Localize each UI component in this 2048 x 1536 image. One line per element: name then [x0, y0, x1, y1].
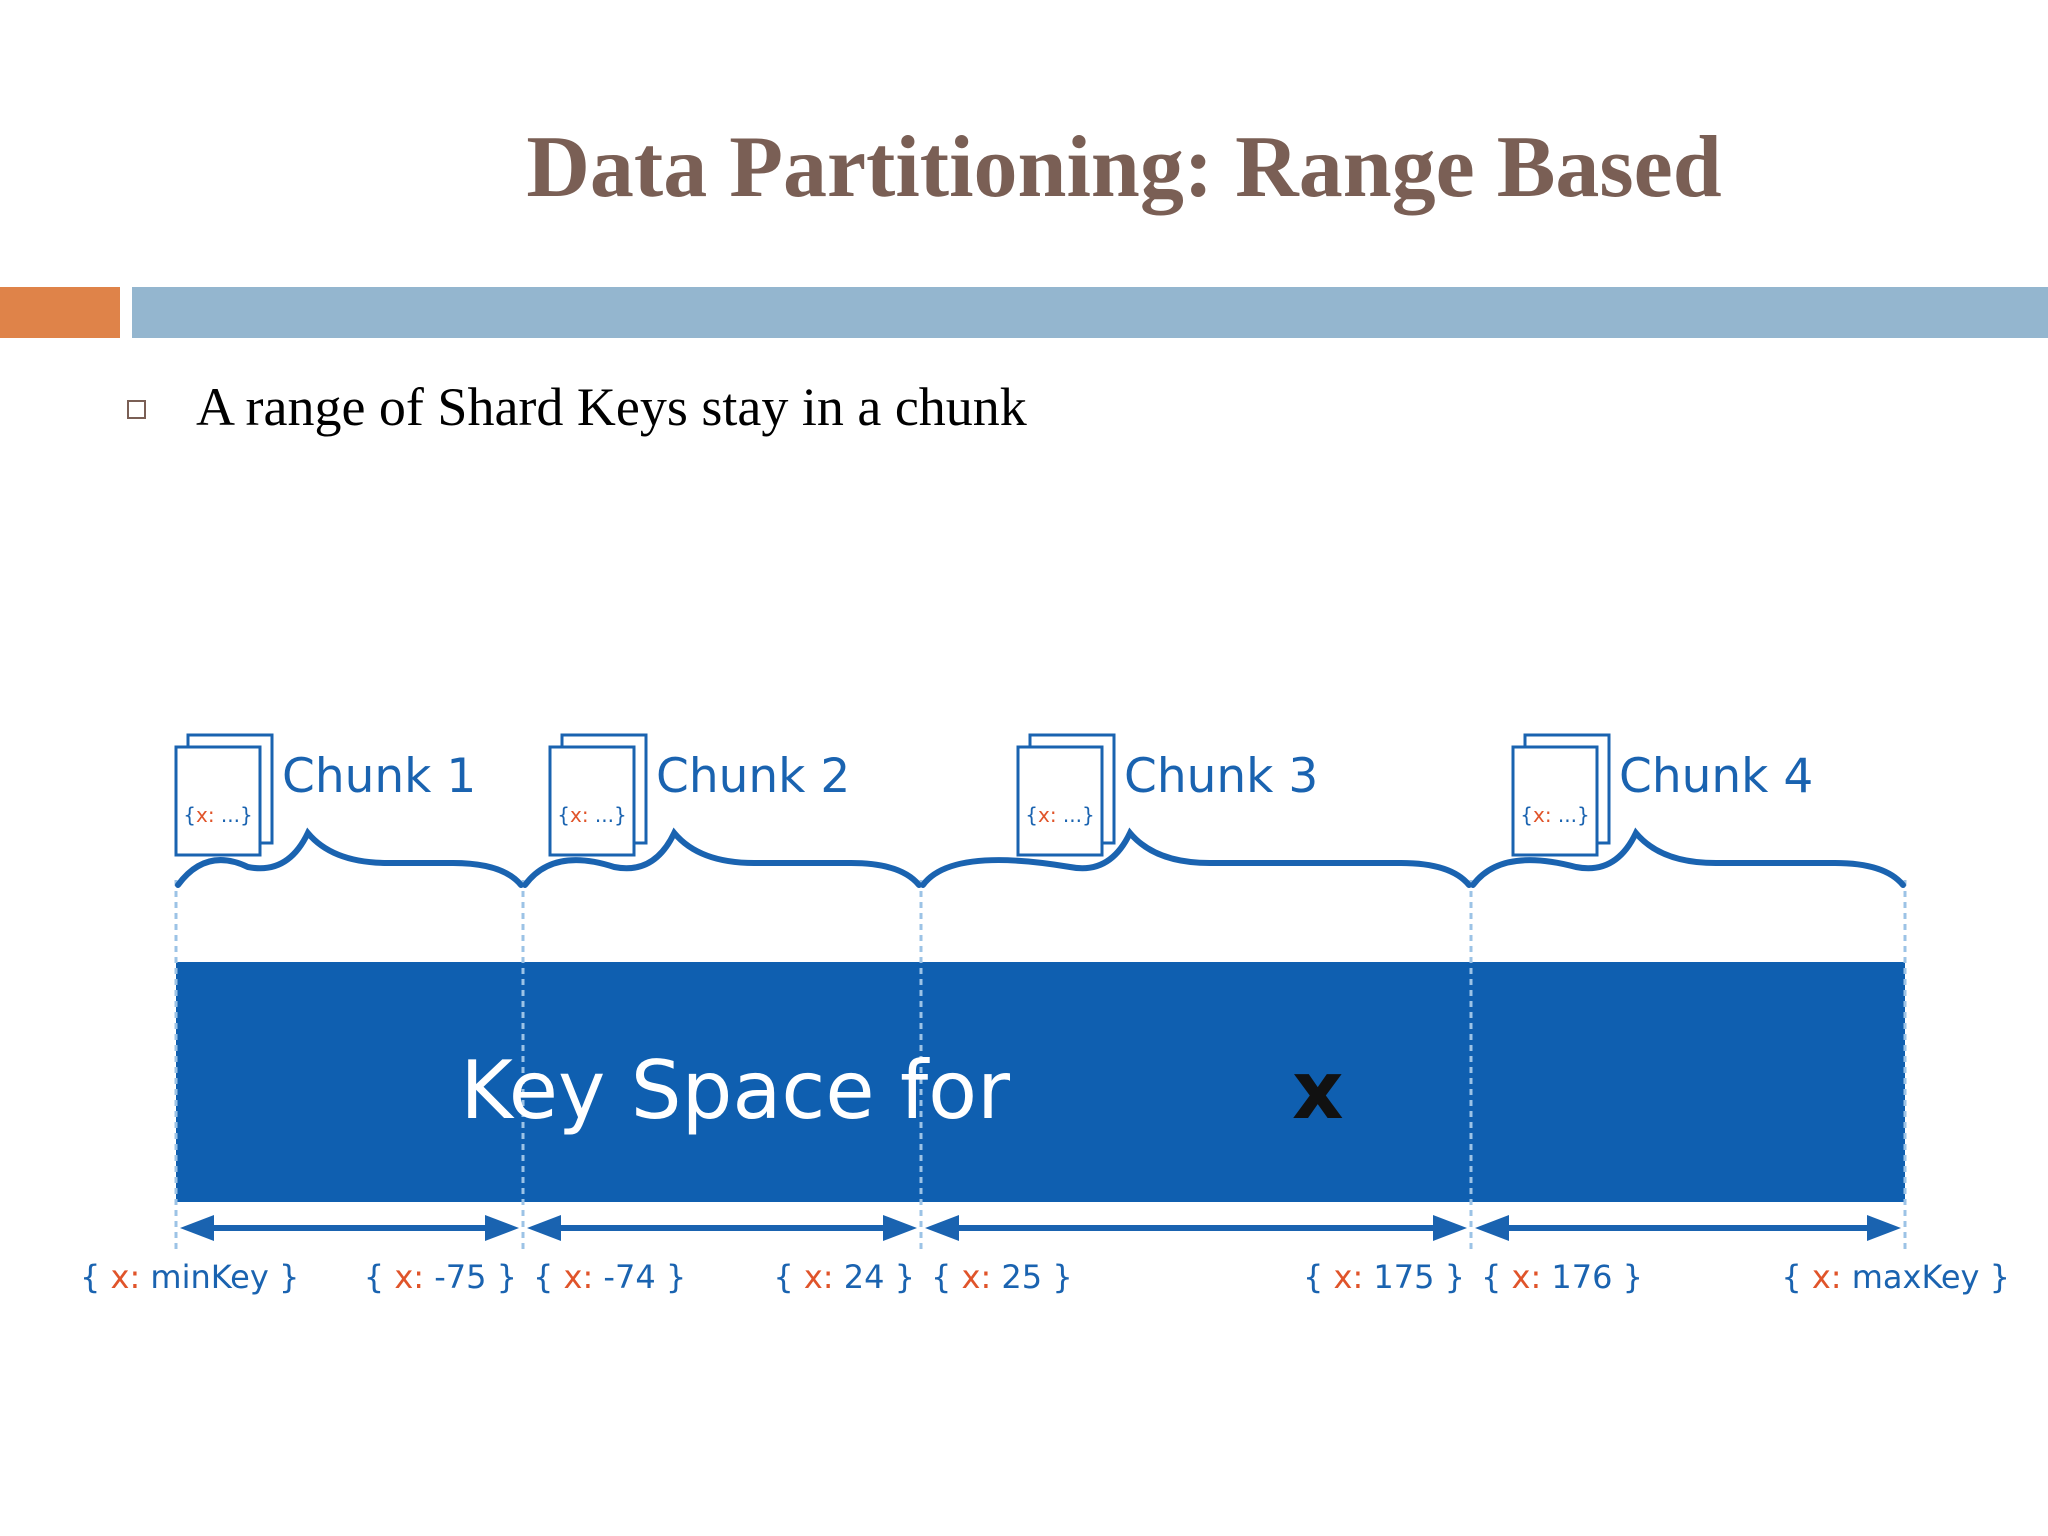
- chunk-4-start-key: { x: 176 }: [1481, 1258, 1643, 1296]
- range-arrow-right-head: [883, 1215, 917, 1241]
- chunk-2-start-key: { x: -74 }: [533, 1258, 686, 1296]
- chunk-brace: [1470, 827, 1906, 888]
- bullet-text: A range of Shard Keys stay in a chunk: [196, 377, 1027, 437]
- chunk-label: Chunk 3: [1124, 749, 1318, 804]
- chunk-label: Chunk 2: [656, 749, 850, 804]
- range-arrow-left-head: [925, 1215, 959, 1241]
- chunk-4-end-key: { x: maxKey }: [1781, 1258, 2010, 1296]
- range-arrow-right-head: [1867, 1215, 1901, 1241]
- key-space-band: [176, 962, 1905, 1202]
- key-space-variable: x: [1292, 1044, 1344, 1137]
- document-icon-text: {x: ...}: [1520, 803, 1589, 827]
- chunk-3-start-key: { x: 25 }: [931, 1258, 1073, 1296]
- range-arrow-left-head: [527, 1215, 561, 1241]
- chunk-label: Chunk 1: [282, 749, 476, 804]
- range-arrow-left-head: [1475, 1215, 1509, 1241]
- chunk-brace: [175, 827, 524, 888]
- chunk-2: {x: ...} Chunk 2: [522, 733, 922, 888]
- document-icon: [548, 745, 636, 857]
- bullet-square-icon: [127, 400, 146, 419]
- slide-title: Data Partitioning: Range Based: [526, 119, 1722, 216]
- document-icon-text: {x: ...}: [557, 803, 626, 827]
- chunk-brace: [920, 827, 1472, 888]
- range-arrow-4: [1475, 1215, 1901, 1241]
- accent-bar-blue: [132, 287, 2048, 338]
- range-arrow-right-head: [485, 1215, 519, 1241]
- chunk-3-end-key: { x: 175 }: [1303, 1258, 1465, 1296]
- chunk-label: Chunk 4: [1619, 749, 1813, 804]
- document-icon-text: {x: ...}: [183, 803, 252, 827]
- accent-bar-orange: [0, 287, 120, 338]
- document-icon: [1016, 745, 1104, 857]
- key-space-label: Key Space for: [460, 1044, 1010, 1137]
- range-arrow-3: [925, 1215, 1467, 1241]
- chunk-2-end-key: { x: 24 }: [773, 1258, 915, 1296]
- chunk-1: {x: ...} Chunk 1: [174, 733, 524, 888]
- range-arrow-left-head: [180, 1215, 214, 1241]
- chunk-1-end-key: { x: -75 }: [364, 1258, 517, 1296]
- chunk-4: {x: ...} Chunk 4: [1470, 733, 1906, 888]
- range-arrow-1: [180, 1215, 519, 1241]
- document-icon: [1511, 745, 1599, 857]
- chunk-brace: [522, 827, 922, 888]
- range-arrow-2: [527, 1215, 917, 1241]
- document-icon: [174, 745, 262, 857]
- range-arrow-right-head: [1433, 1215, 1467, 1241]
- chunk-3: {x: ...} Chunk 3: [920, 733, 1472, 888]
- chunk-1-start-key: { x: minKey }: [80, 1258, 299, 1296]
- document-icon-text: {x: ...}: [1025, 803, 1094, 827]
